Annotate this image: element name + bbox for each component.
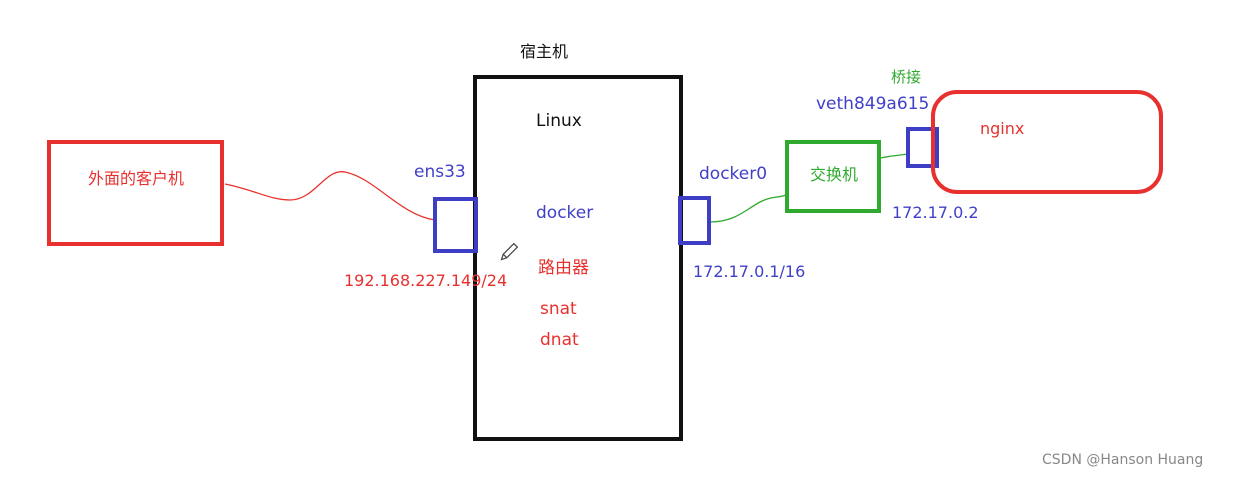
pencil-icon	[500, 242, 519, 261]
client-label: 外面的客户机	[88, 169, 185, 188]
snat-label: snat	[540, 299, 577, 319]
host-box	[473, 75, 683, 441]
watermark: CSDN @Hanson Huang	[1042, 452, 1204, 468]
ens33-ip-label: 192.168.227.149/24	[344, 271, 508, 290]
switch-to-veth-wire	[879, 153, 909, 159]
nginx-container-box	[931, 90, 1163, 194]
docker-label: docker	[536, 203, 594, 223]
container-ip-label: 172.17.0.2	[892, 203, 979, 222]
docker0-to-switch-wire	[709, 194, 787, 223]
bridge-label: 桥接	[891, 68, 922, 86]
client-box	[47, 140, 224, 246]
ens33-port	[433, 197, 478, 253]
docker0-label: docker0	[699, 164, 768, 184]
ens33-label: ens33	[414, 162, 466, 182]
router-label: 路由器	[538, 258, 589, 278]
switch-label: 交换机	[810, 165, 859, 184]
veth-label: veth849a615	[816, 94, 930, 114]
host-os-label: Linux	[536, 111, 582, 131]
docker0-port	[678, 196, 711, 245]
veth-port	[906, 127, 939, 168]
nginx-label: nginx	[980, 119, 1025, 138]
switch-box	[785, 140, 881, 213]
docker0-ip-label: 172.17.0.1/16	[693, 262, 806, 281]
host-title: 宿主机	[520, 42, 569, 61]
client-to-ens33-wire	[224, 171, 436, 221]
dnat-label: dnat	[540, 330, 579, 350]
